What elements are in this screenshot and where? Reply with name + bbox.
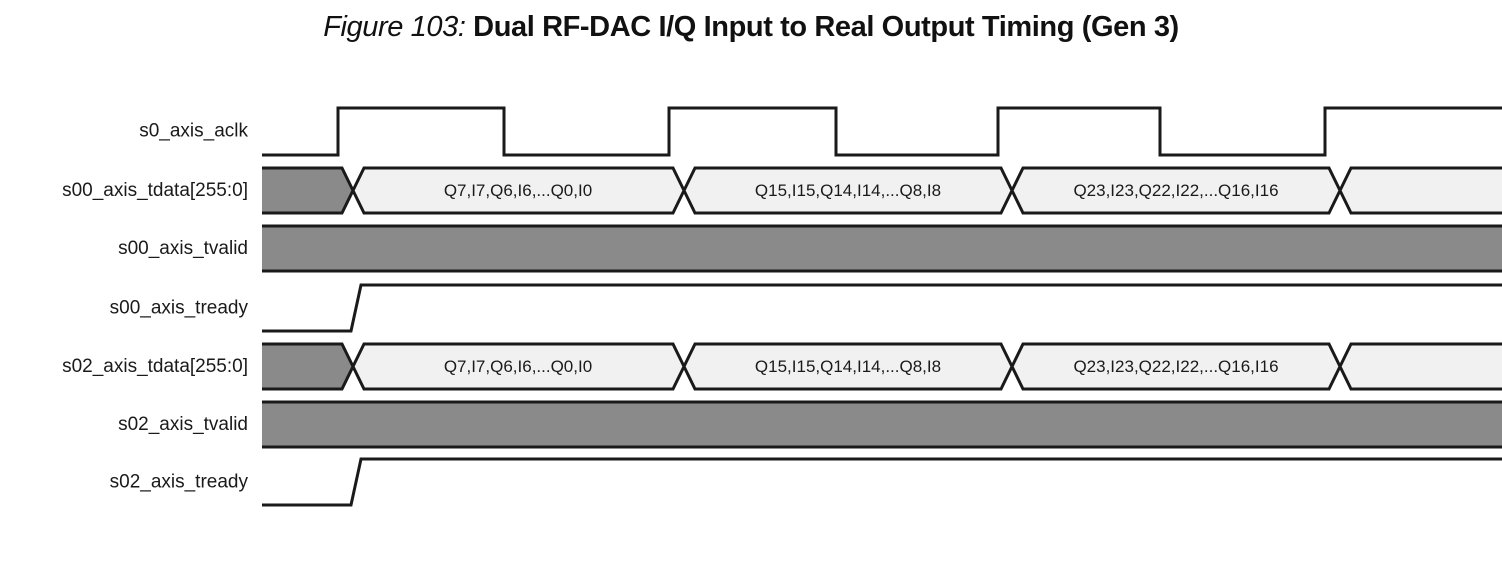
bus-data-segment — [1340, 344, 1502, 389]
bus-segment-label: Q7,I7,Q6,I6,...Q0,I0 — [444, 181, 592, 200]
clock-waveform — [262, 106, 1502, 157]
signal-label-s00-tready: s00_axis_tready — [110, 298, 249, 319]
signal-label-s00-tvalid: s00_axis_tvalid — [118, 238, 248, 259]
signal-row-s00-tvalid: s00_axis_tvalid — [118, 224, 1502, 273]
bus-outline — [262, 166, 1502, 215]
bus-data-segment — [353, 168, 684, 213]
bus-segment-label: Q23,I23,Q22,I22,...Q16,I16 — [1073, 181, 1278, 200]
bus-data-segment — [353, 344, 684, 389]
figure-title-text: Dual RF-DAC I/Q Input to Real Output Tim… — [473, 11, 1179, 43]
bus-segment-label: Q15,I15,Q14,I14,...Q8,I8 — [755, 357, 941, 376]
tvalid-outline — [262, 224, 1502, 273]
bus-outline — [262, 342, 1502, 391]
figure-number-label: Figure 103: — [323, 11, 466, 43]
bus-segment-label: Q7,I7,Q6,I6,...Q0,I0 — [444, 357, 592, 376]
signal-row-aclk: s0_axis_aclk — [139, 106, 1502, 157]
bus-dontcare-segment — [262, 168, 353, 213]
tvalid-asserted-bar — [262, 402, 1502, 447]
bus-segment-label: Q23,I23,Q22,I22,...Q16,I16 — [1073, 357, 1278, 376]
signal-row-s02-tdata: s02_axis_tdata[255:0] Q7,I7,Q6,I6,...Q0,… — [62, 342, 1502, 391]
tready-waveform — [262, 283, 1502, 333]
signal-row-s00-tready: s00_axis_tready — [110, 283, 1502, 333]
bus-data-segment — [1012, 168, 1340, 213]
bus-segment-label: Q15,I15,Q14,I14,...Q8,I8 — [755, 181, 941, 200]
bus-data-segment — [684, 344, 1012, 389]
figure-title: Figure 103: Dual RF-DAC I/Q Input to Rea… — [0, 6, 1502, 48]
bus-data-segment — [1340, 168, 1502, 213]
signal-row-s00-tdata: s00_axis_tdata[255:0] Q7,I7,Q6,I6,...Q0,… — [62, 166, 1502, 215]
signal-label-s02-tready: s02_axis_tready — [110, 472, 249, 493]
signal-label-s02-tdata: s02_axis_tdata[255:0] — [62, 356, 248, 377]
tvalid-outline — [262, 400, 1502, 449]
signal-row-s02-tvalid: s02_axis_tvalid — [118, 400, 1502, 449]
tvalid-asserted-bar — [262, 226, 1502, 271]
signal-label-s02-tvalid: s02_axis_tvalid — [118, 414, 248, 435]
signal-label-aclk: s0_axis_aclk — [139, 121, 248, 142]
bus-dontcare-segment — [262, 344, 353, 389]
signal-label-s00-tdata: s00_axis_tdata[255:0] — [62, 180, 248, 201]
bus-data-segment — [1012, 344, 1340, 389]
tready-waveform — [262, 457, 1502, 507]
signal-row-s02-tready: s02_axis_tready — [110, 457, 1502, 507]
bus-data-segment — [684, 168, 1012, 213]
